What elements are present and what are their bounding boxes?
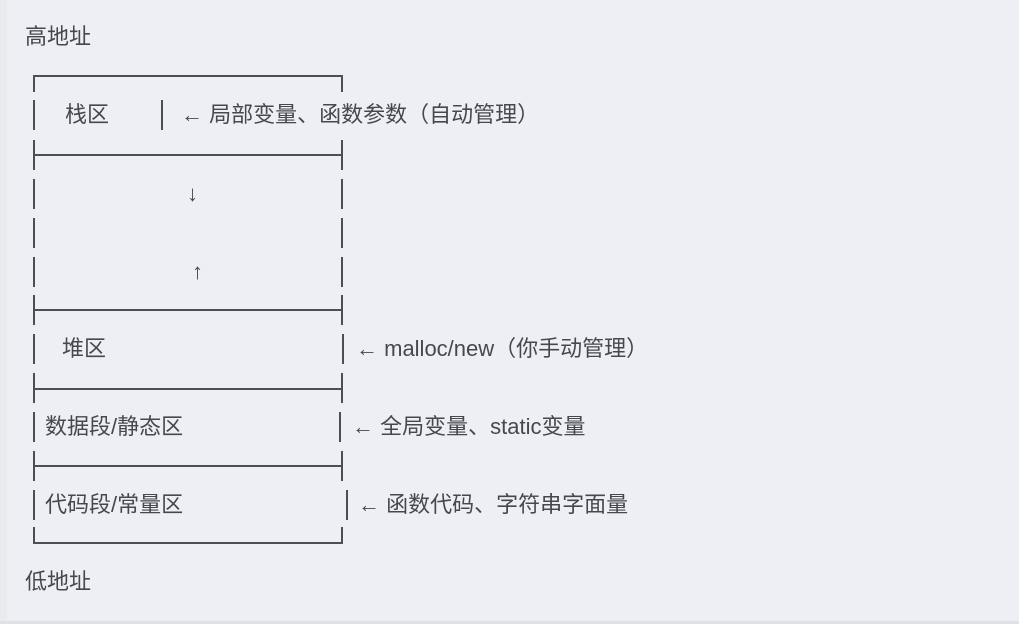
box-top-left-corner bbox=[33, 75, 35, 92]
bottom-edge-line bbox=[0, 621, 1019, 624]
code-segment-label: 代码段/常量区 bbox=[45, 492, 184, 517]
gap-row2-left-bar bbox=[33, 218, 35, 248]
heap-row-right-bar bbox=[342, 334, 344, 364]
divider-1 bbox=[33, 154, 343, 156]
gap-row3-right-bar bbox=[341, 257, 343, 287]
left-edge-strip bbox=[0, 0, 7, 624]
heap-segment-annotation: ← malloc/new（你手动管理） bbox=[356, 336, 649, 361]
stack-segment-annotation: ← 局部变量、函数参数（自动管理） bbox=[181, 102, 540, 127]
heap-row-left-bar bbox=[33, 334, 35, 364]
divider-1-left-tee bbox=[33, 140, 35, 170]
divider-2-right-tee bbox=[341, 295, 343, 325]
code-row-right-bar bbox=[346, 490, 348, 520]
stack-segment-label: 栈区 bbox=[65, 102, 110, 127]
heap-segment-label: 堆区 bbox=[62, 336, 107, 361]
low-address-label: 低地址 bbox=[25, 569, 92, 594]
gap-row1-right-bar bbox=[341, 179, 343, 209]
box-top-right-corner bbox=[341, 75, 343, 92]
divider-4 bbox=[33, 465, 343, 467]
data-row-left-bar bbox=[33, 412, 35, 442]
box-top-border bbox=[33, 75, 343, 77]
divider-4-left-tee bbox=[33, 451, 35, 481]
heap-grows-up-arrow-icon: ↑ bbox=[192, 259, 203, 284]
data-segment-label: 数据段/静态区 bbox=[45, 414, 184, 439]
divider-2-left-tee bbox=[33, 295, 35, 325]
stack-row-left-bar bbox=[33, 100, 35, 130]
data-segment-annotation: ← 全局变量、static变量 bbox=[352, 414, 586, 439]
code-segment-annotation: ← 函数代码、字符串字面量 bbox=[358, 492, 629, 517]
stack-grows-down-arrow-icon: ↓ bbox=[187, 181, 198, 206]
gap-row3-left-bar bbox=[33, 257, 35, 287]
box-bottom-border bbox=[33, 542, 343, 544]
divider-1-right-tee bbox=[341, 140, 343, 170]
box-bottom-left-corner bbox=[33, 527, 35, 543]
gap-row1-left-bar bbox=[33, 179, 35, 209]
gap-row2-right-bar bbox=[341, 218, 343, 248]
high-address-label: 高地址 bbox=[25, 24, 92, 49]
divider-3 bbox=[33, 388, 343, 390]
stack-row-inner-bar bbox=[161, 100, 163, 130]
divider-4-right-tee bbox=[341, 451, 343, 481]
code-row-left-bar bbox=[33, 490, 35, 520]
divider-3-right-tee bbox=[341, 373, 343, 403]
box-bottom-right-corner bbox=[341, 527, 343, 543]
data-row-right-bar bbox=[339, 412, 341, 442]
divider-3-left-tee bbox=[33, 373, 35, 403]
divider-2 bbox=[33, 309, 343, 311]
